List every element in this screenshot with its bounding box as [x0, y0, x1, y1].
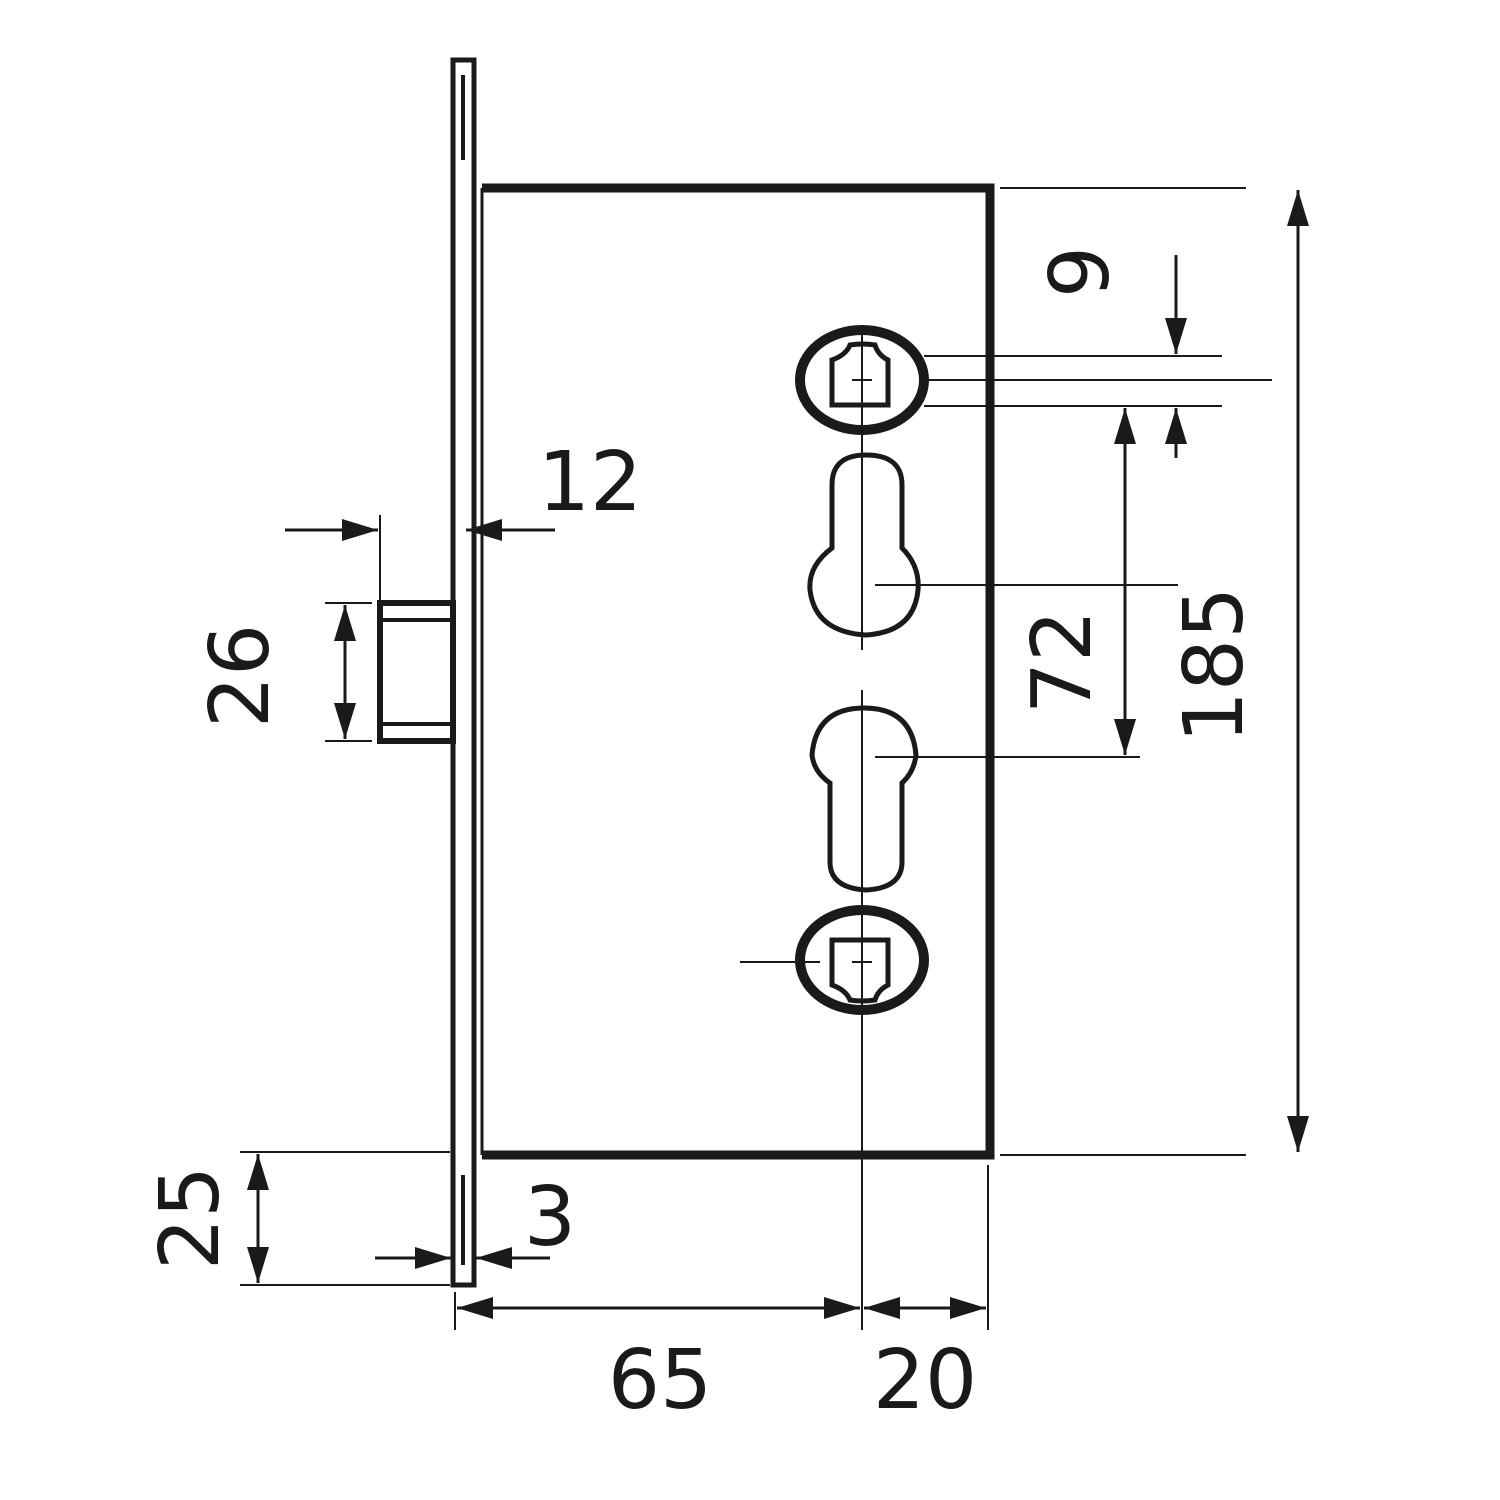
dimension-latch-projection: 12 [285, 435, 642, 600]
dimension-20-label: 20 [873, 1333, 977, 1428]
keyhole [807, 452, 921, 638]
dimension-center-to-edge: 20 [864, 1165, 989, 1428]
lock-body [480, 183, 995, 1160]
dimension-faceplate-thickness: 3 [375, 1170, 576, 1269]
cylinder-hole [809, 705, 919, 893]
dimension-top-offset: 9 [1033, 246, 1187, 458]
dimension-185-label: 185 [1167, 587, 1262, 744]
dimension-12-label: 12 [538, 435, 642, 530]
dimension-3-label: 3 [524, 1170, 576, 1265]
dimension-latch-height: 26 [193, 602, 372, 742]
dimension-65-label: 65 [608, 1333, 712, 1428]
dimension-faceplate-extension: 25 [143, 1151, 450, 1286]
dimension-26-label: 26 [193, 624, 288, 728]
latch-bolt [377, 600, 456, 744]
dimension-9-label: 9 [1033, 246, 1128, 298]
dimension-72-label: 72 [1015, 610, 1110, 714]
dimension-center-distance: 72 [1015, 408, 1136, 755]
center-lines [740, 325, 1178, 1330]
extension-lines [924, 187, 1272, 1156]
dimension-body-height: 185 [1167, 190, 1309, 1152]
dimension-backset: 65 [454, 1292, 860, 1428]
faceplate [450, 57, 477, 1288]
dimension-25-label: 25 [143, 1166, 238, 1270]
